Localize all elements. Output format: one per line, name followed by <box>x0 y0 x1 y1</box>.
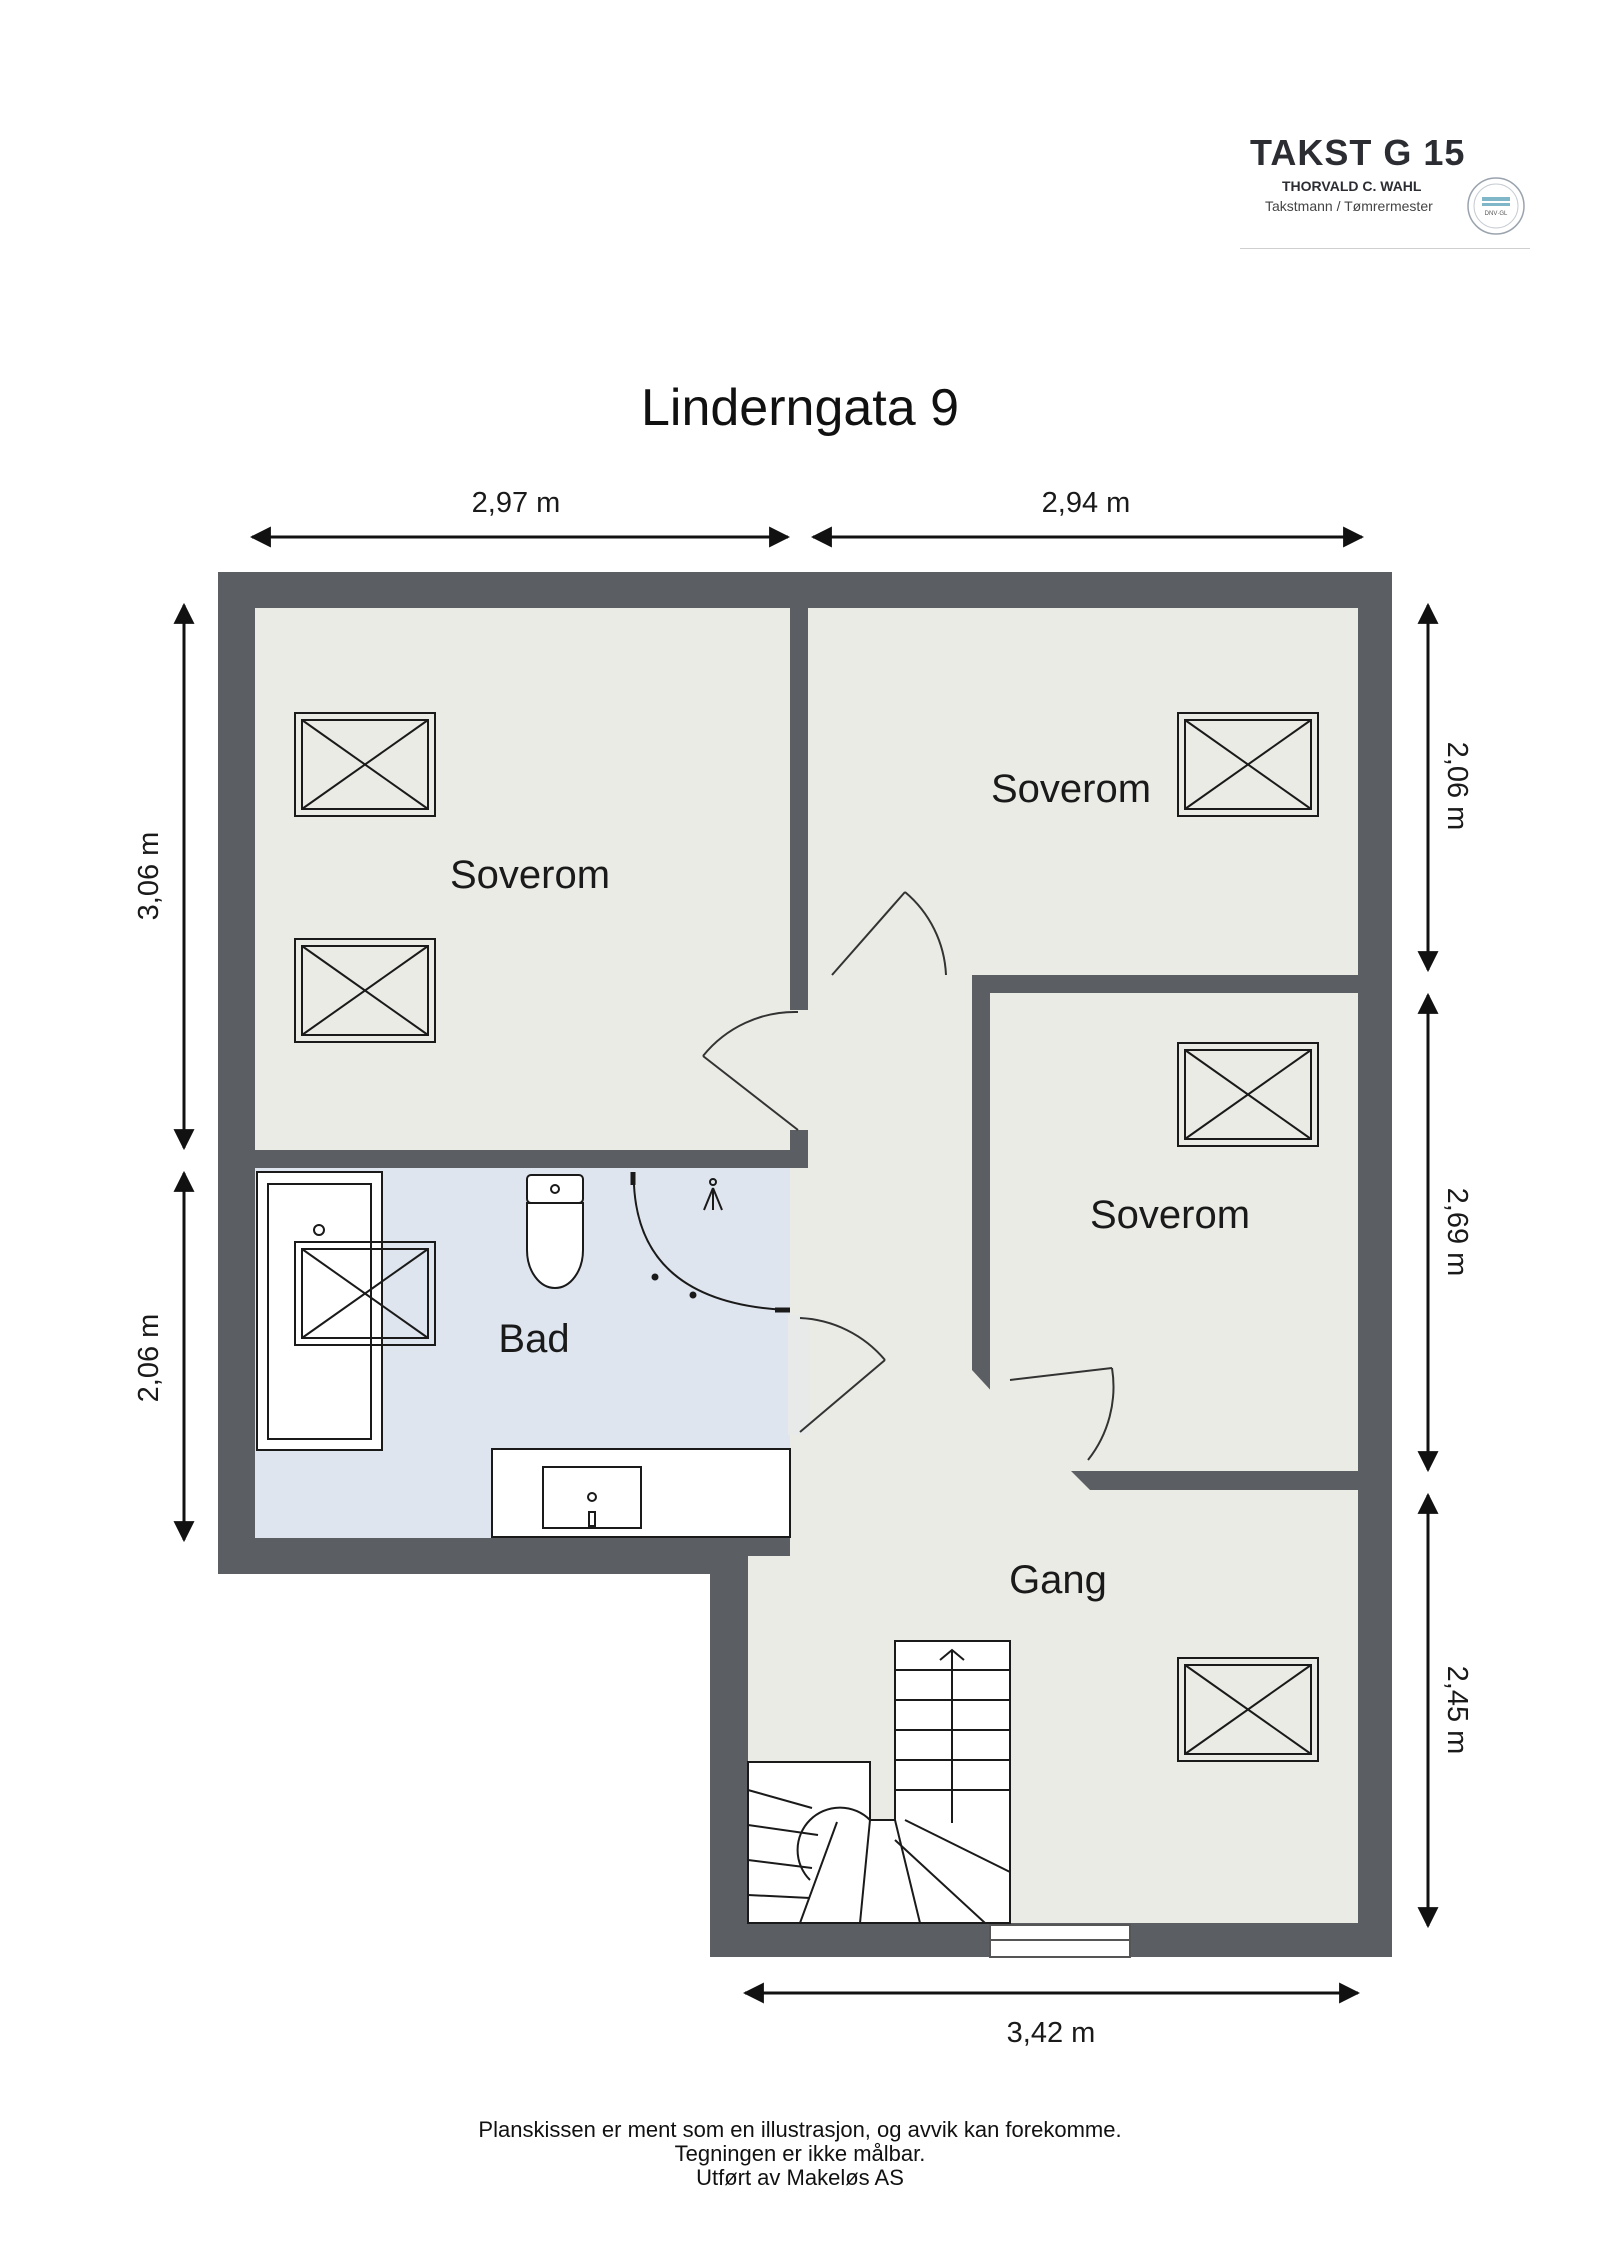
floor-bedroom-1 <box>255 608 790 1150</box>
toilet-icon <box>526 1174 584 1289</box>
seal-text: DNV·GL <box>1485 211 1508 217</box>
page-title: Linderngata 9 <box>640 379 960 437</box>
shower-icon <box>630 1172 790 1313</box>
room-label-bedroom-2: Soverom <box>991 767 1151 811</box>
bathtub-icon <box>256 1171 383 1451</box>
skylight-icon <box>1177 712 1319 817</box>
door-gap-bathroom <box>788 1315 810 1435</box>
logo-name: THORVALD C. WAHL <box>1282 178 1422 194</box>
bathroom-fixtures <box>256 1171 791 1538</box>
certification-seal-icon: DNV·GL <box>1467 177 1525 235</box>
dimension-label-right-2: 2,69 m <box>1441 1188 1473 1277</box>
room-label-bathroom: Bad <box>498 1317 569 1361</box>
dimension-label-right-1: 2,06 m <box>1441 742 1473 831</box>
door-swings <box>702 891 1115 1461</box>
staircase <box>747 1640 1011 1924</box>
footer-line-1: Planskissen er ment som en illustrasjon,… <box>478 2117 1122 2142</box>
dimension-label-left-lower: 2,06 m <box>133 1314 165 1403</box>
disclaimer-footer: Planskissen er ment som en illustrasjon,… <box>0 2118 1600 2190</box>
sink-counter-icon <box>491 1448 791 1538</box>
door-gap-bedroom-2 <box>830 973 948 995</box>
skylight-icon <box>294 1241 436 1346</box>
floor-bedroom-3 <box>990 993 1358 1471</box>
footer-line-2: Tegningen er ikke målbar. <box>674 2141 926 2166</box>
skylights <box>294 712 1319 1762</box>
footer-line-3: Utført av Makeløs AS <box>696 2165 904 2190</box>
dimension-label-left-upper: 3,06 m <box>133 832 165 921</box>
logo-title: TAKST G 15 <box>1250 132 1466 173</box>
dimension-label-right-3: 2,45 m <box>1441 1666 1473 1755</box>
logo-underline <box>1240 248 1530 249</box>
room-label-bedroom-1: Soverom <box>450 853 610 897</box>
dimension-lines <box>173 526 1439 2004</box>
dimension-label-bottom: 3,42 m <box>1007 2017 1096 2049</box>
logo-role: Takstmann / Tømrermester <box>1265 198 1433 214</box>
skylight-icon <box>1177 1042 1319 1147</box>
skylight-icon <box>1177 1657 1319 1762</box>
dimension-label-top-right: 2,94 m <box>1042 487 1131 519</box>
floor-bedroom-2 <box>808 608 1358 975</box>
door-gap-bedroom-1 <box>788 1010 810 1130</box>
dimension-label-top-left: 2,97 m <box>472 487 561 519</box>
skylight-icon <box>294 938 436 1043</box>
room-label-hallway: Gang <box>1009 1558 1107 1602</box>
company-logo: TAKST G 15 THORVALD C. WAHL Takstmann / … <box>1240 120 1540 250</box>
room-label-bedroom-3: Soverom <box>1090 1193 1250 1237</box>
skylight-icon <box>294 712 436 817</box>
